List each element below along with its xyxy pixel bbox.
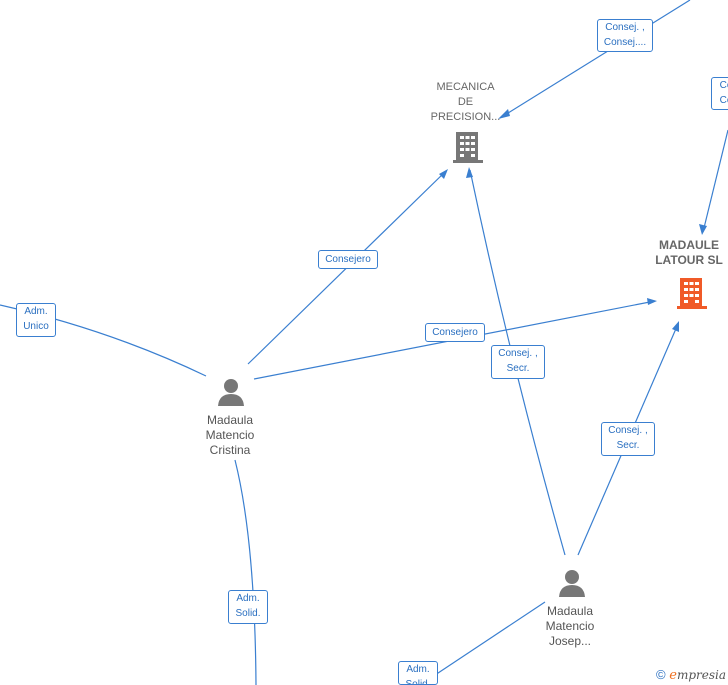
edge-label-line: Consej. , (605, 22, 645, 33)
node-label-line: DE (457, 96, 474, 108)
copyright-symbol: © (656, 667, 666, 682)
person-icon[interactable] (557, 568, 587, 598)
edge-label-line: Solid. (235, 608, 261, 619)
edge-label-line: Secr. (616, 440, 640, 451)
arrowhead (672, 321, 679, 332)
arrowhead (699, 224, 707, 235)
edge-label-line: Co (719, 95, 728, 106)
edge-label-line: Solid. (405, 679, 431, 685)
edge-label-line: Adm. (406, 664, 430, 675)
edge-label-line: Consejero (432, 327, 478, 338)
edge-bottom-to-josep (419, 601, 546, 685)
node-label-line: MADAULE (659, 238, 719, 252)
edge-label-josep-mecanica[interactable]: Consej. , Secr. (491, 345, 545, 379)
node-label-line: Josep... (548, 634, 592, 648)
edge-label-line: Unico (23, 321, 49, 332)
person-node-label-josep[interactable]: Madaula Matencio Josep... (525, 604, 615, 649)
edge-label-line: Consej. , (608, 425, 648, 436)
edge-right-to-madaule (702, 129, 728, 233)
node-label-line: LATOUR SL (655, 253, 723, 267)
node-label-line: MECANICA (436, 81, 495, 93)
node-label-line: Madaula (206, 413, 254, 427)
edge-bottom-to-cristina (234, 459, 257, 685)
node-label-line: PRECISION... (430, 111, 501, 123)
building-icon[interactable] (452, 130, 484, 164)
edge-label-consejero-madaule[interactable]: Consejero (425, 323, 485, 342)
node-label-line: Matencio (545, 619, 595, 633)
brand-initial: e (669, 668, 677, 683)
empresia-watermark: © empresia (656, 667, 726, 683)
edge-label-line: Adm. (236, 593, 260, 604)
edge-label-top-consej[interactable]: Consej. , Consej.... (597, 19, 653, 52)
arrowhead (466, 167, 473, 178)
edge-label-adm-solid-cristina[interactable]: Adm. Solid. (228, 590, 268, 624)
edge-label-consejero-mecanica[interactable]: Consejero (318, 250, 378, 269)
edge-label-line: Co (719, 80, 728, 91)
edge-label-adm-solid-josep[interactable]: Adm. Solid. (398, 661, 438, 685)
arrowhead (647, 298, 657, 305)
edge-top-to-mecanica (499, 0, 691, 119)
edge-label-line: Consej. , (498, 348, 538, 359)
edge-label-line: Consej.... (603, 37, 647, 48)
edge-label-line: Adm. (24, 306, 48, 317)
company-node-label-mecanica[interactable]: MECANICA DE PRECISION... (418, 80, 513, 125)
node-label-line: Cristina (209, 443, 251, 457)
company-node-label-madaule[interactable]: MADAULE LATOUR SL (648, 238, 728, 268)
brand-name: mpresia (676, 668, 726, 682)
edge-label-line: Secr. (506, 363, 530, 374)
building-icon[interactable] (676, 276, 708, 310)
arrowhead (439, 169, 448, 179)
edge-label-adm-unico[interactable]: Adm. Unico (16, 303, 56, 337)
arrowhead (498, 109, 510, 119)
edge-label-line: Consejero (325, 254, 371, 265)
edge-label-josep-madaule[interactable]: Consej. , Secr. (601, 422, 655, 456)
node-label-line: Madaula (546, 604, 594, 618)
person-node-label-cristina[interactable]: Madaula Matencio Cristina (185, 413, 275, 458)
node-label-line: Matencio (205, 428, 255, 442)
person-icon[interactable] (216, 377, 246, 407)
edge-label-right-top[interactable]: Co Co (711, 77, 728, 110)
